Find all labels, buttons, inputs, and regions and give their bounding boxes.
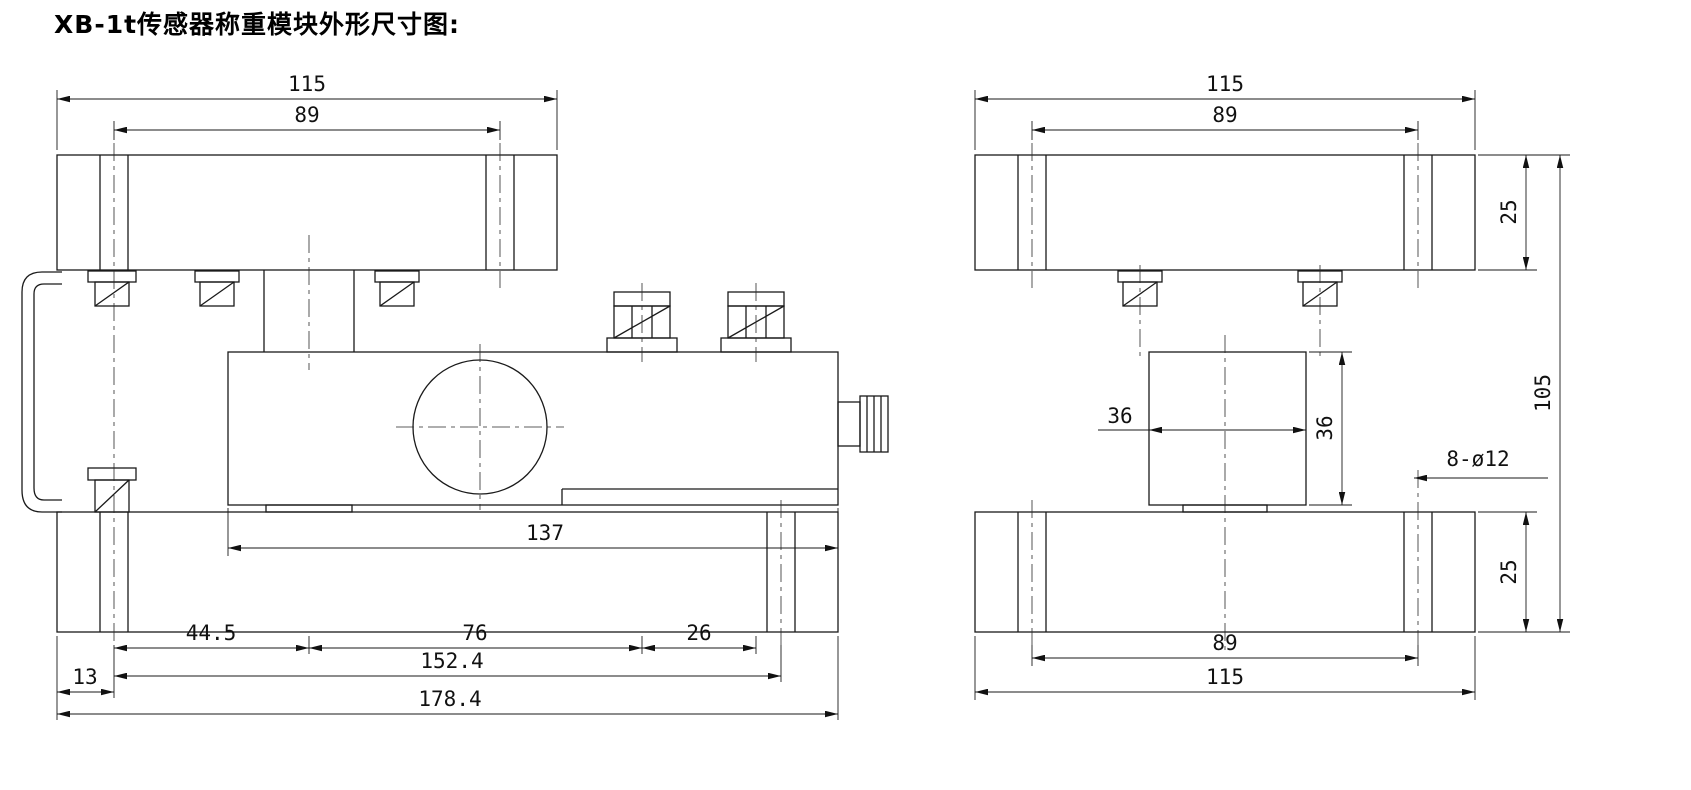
- dim-top-115: 115: [288, 72, 326, 96]
- dim-top-89-side: 89: [1212, 103, 1237, 127]
- dim-bottom-115-side: 115: [1206, 665, 1244, 689]
- dim-span-152-4: 152.4: [420, 649, 483, 673]
- dim-offset-13: 13: [72, 665, 97, 689]
- left-view: 115 89 137 44.5 76 26 152.4 13 178.4: [21, 72, 889, 720]
- dim-seg-26: 26: [686, 621, 711, 645]
- dim-body-137: 137: [526, 521, 564, 545]
- dim-seg-76: 76: [462, 621, 487, 645]
- right-view-dimensions: 115 89 25 105 36 36 8-ø12 25 89 115: [974, 72, 1570, 700]
- dim-height-105: 105: [1531, 374, 1555, 412]
- dim-block-36-height: 36: [1313, 415, 1337, 440]
- dim-plate-25-bottom: 25: [1497, 559, 1521, 584]
- left-view-bolts: [87, 270, 792, 513]
- drawing-title: XB-1t传感器称重模块外形尺寸图:: [54, 10, 461, 39]
- right-view-bolts: [1117, 270, 1343, 307]
- dim-overall-178-4: 178.4: [418, 687, 481, 711]
- left-view-outline: [21, 154, 889, 633]
- dim-seg-44-5: 44.5: [186, 621, 237, 645]
- dim-block-36-width: 36: [1107, 404, 1132, 428]
- dim-bottom-89-side: 89: [1212, 631, 1237, 655]
- right-view: 115 89 25 105 36 36 8-ø12 25 89 115: [974, 72, 1570, 700]
- dim-top-115-side: 115: [1206, 72, 1244, 96]
- left-view-dimensions: 115 89 137 44.5 76 26 152.4 13 178.4: [56, 72, 839, 720]
- right-view-centerlines: [1031, 143, 1419, 650]
- left-view-centerlines: [113, 143, 782, 645]
- dim-hole-note-8-d12: 8-ø12: [1446, 447, 1509, 471]
- dim-plate-25-top: 25: [1497, 199, 1521, 224]
- dim-top-89: 89: [294, 103, 319, 127]
